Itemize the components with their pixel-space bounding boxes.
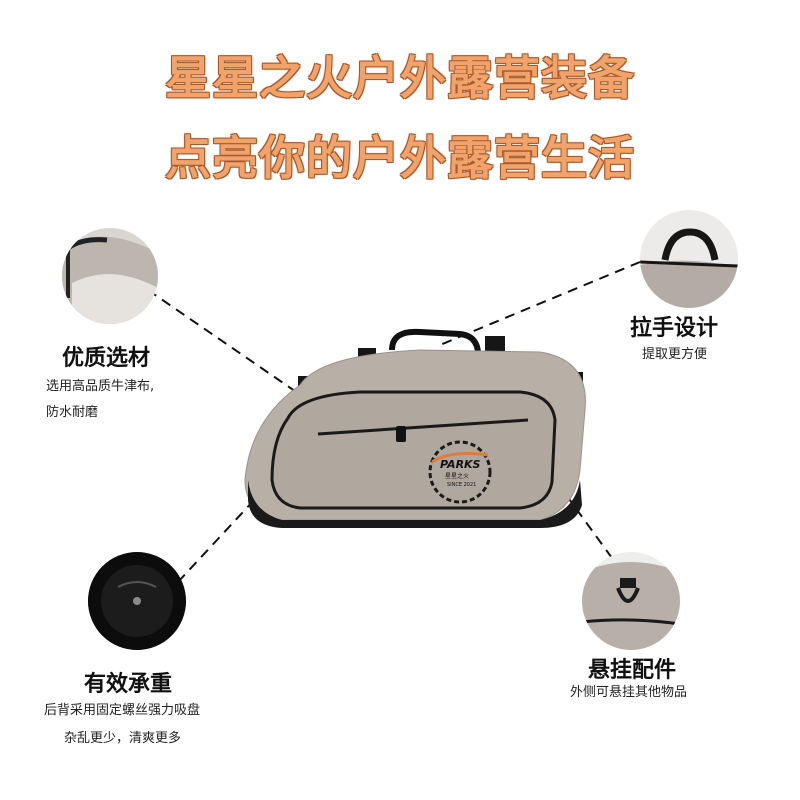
handle-title: 拉手设计 [630, 316, 719, 341]
logo-brand: PARKS [440, 458, 481, 471]
material-desc-2: 防水耐磨 [46, 405, 99, 420]
logo-subtitle: 星星之火 [445, 473, 470, 480]
load-title: 有效承重 [84, 672, 173, 697]
connector-handle [439, 261, 641, 346]
accessory-title: 悬挂配件 [588, 658, 677, 683]
logo-since: SINCE 2021 [447, 482, 477, 488]
load-desc-2: 杂乱更少，清爽更多 [64, 731, 182, 746]
material-detail-image [62, 228, 158, 324]
handle-desc: 提取更方便 [642, 347, 708, 362]
handle-detail-image [640, 210, 738, 308]
accessory-detail-image [582, 552, 680, 650]
accessory-desc: 外侧可悬挂其他物品 [570, 685, 688, 700]
headline-line-1: 星星之火户外露营装备 [165, 51, 635, 105]
suction-cup-image [88, 552, 186, 650]
headline-line-2: 点亮你的户外露营生活 [165, 131, 635, 185]
material-title: 优质选材 [62, 346, 151, 371]
load-desc-1: 后背采用固定螺丝强力吸盘 [44, 703, 201, 718]
material-desc-1: 选用高品质牛津布, [46, 379, 155, 394]
connector-material [147, 289, 306, 399]
